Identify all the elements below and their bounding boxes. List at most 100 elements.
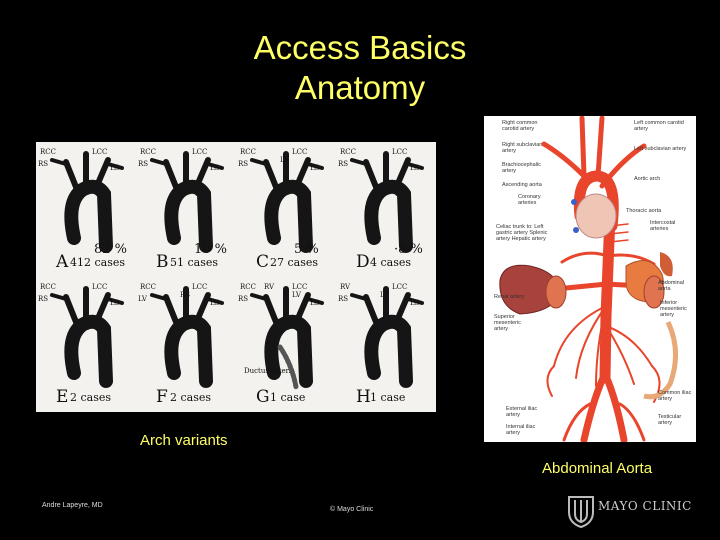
variant-percentage: ·8 % — [394, 242, 423, 257]
variant-case-count: 2 cases — [70, 391, 112, 404]
variant-percentage: 82 % — [94, 242, 128, 257]
label-common-iliac: Common iliac artery — [658, 390, 692, 402]
vessel-label: RCC — [40, 283, 56, 291]
arch-variants-caption: Arch variants — [140, 432, 228, 449]
vessel-label: RS — [138, 160, 149, 168]
vessel-label: LCC — [392, 148, 408, 156]
vessel-label: RS — [238, 160, 249, 168]
slide-title-line1: Access Basics — [253, 29, 467, 66]
vessel-label: LS — [310, 299, 320, 307]
label-inferior-mesenteric: Inferior mesenteric artery — [660, 300, 687, 318]
vessel-label: RCC — [40, 148, 56, 156]
logo-wordmark: MAYO CLINIC — [598, 499, 692, 513]
vessel-label: LV — [380, 291, 389, 299]
label-celiac-trunk: Celiac trunk to: Left gastric artery Spl… — [496, 224, 548, 242]
vessel-label: LS — [210, 299, 220, 307]
vessel-label: RCC — [140, 283, 156, 291]
variant-percentage: 10 % — [194, 242, 228, 257]
variant-case-count: 51 cases — [170, 256, 219, 269]
vessel-label: LCC — [192, 283, 208, 291]
vessel-label: RCC — [340, 148, 356, 156]
aortic-arch-drawing — [150, 286, 224, 388]
variant-letter: G — [256, 387, 270, 407]
vessel-label: RCC — [240, 148, 256, 156]
vessel-label: RS — [38, 295, 49, 303]
vessel-label: LV — [280, 156, 289, 164]
variant-letter: E — [56, 387, 69, 407]
variant-case-count: 412 cases — [70, 256, 126, 269]
vessel-label: LV — [138, 295, 147, 303]
label-thoracic-aorta: Thoracic aorta — [626, 208, 662, 214]
variant-case-count: 1 case — [370, 391, 406, 404]
abdominal-aorta-figure: Right common carotid artery Right subcla… — [484, 116, 696, 442]
label-left-common-carotid: Left common carotid artery — [634, 120, 684, 132]
vessel-label: RS — [338, 160, 349, 168]
label-internal-iliac: Internal iliac artery — [506, 424, 536, 436]
variant-case-count: 2 cases — [170, 391, 212, 404]
variant-case-count: 1 case — [270, 391, 306, 404]
slide-title-line2: Anatomy — [294, 69, 426, 106]
label-brachiocephalic: Brachiocephalic artery — [502, 162, 541, 174]
aortic-arch-drawing — [350, 151, 424, 253]
vessel-label: RV — [264, 283, 275, 291]
variant-letter: A — [56, 252, 69, 272]
label-coronary-arteries: Coronary arteries — [518, 194, 541, 206]
vessel-label: LCC — [292, 148, 308, 156]
vessel-label: RS — [338, 295, 349, 303]
vessel-label: LS — [410, 164, 420, 172]
slide-title: Access Basics Anatomy — [180, 28, 540, 108]
author-credit: Andre Lapeyre, MD — [42, 502, 103, 509]
vessel-label: LS — [210, 164, 220, 172]
label-external-iliac: External iliac artery — [506, 406, 538, 418]
vessel-label: LCC — [92, 283, 108, 291]
aortic-arch-drawing — [350, 286, 424, 388]
label-left-subclavian: Left subclavian artery — [634, 146, 687, 152]
vessel-label: RS — [238, 295, 249, 303]
vessel-label: LS — [110, 164, 120, 172]
vessel-label: LV — [292, 291, 301, 299]
label-right-subclavian: Right subclavian artery — [502, 142, 543, 154]
variant-case-count: 27 cases — [270, 256, 319, 269]
label-superior-mesenteric: Superior mesenteric artery — [494, 314, 521, 332]
vessel-label: RCC — [240, 283, 256, 291]
mayo-shield-icon — [568, 496, 594, 529]
variant-letter: H — [356, 387, 371, 407]
vessel-label: LCC — [92, 148, 108, 156]
vessel-label: RS — [38, 160, 49, 168]
vessel-label: LCC — [192, 148, 208, 156]
copyright-notice: © Mayo Clinic — [330, 506, 374, 513]
mayo-clinic-logo: MAYO CLINIC — [566, 494, 700, 529]
aortic-arch-drawing — [250, 151, 324, 253]
label-right-common-carotid: Right common carotid artery — [502, 120, 538, 132]
ductus-arteriosus-note: Ductus arter. — [244, 367, 291, 375]
variant-letter: C — [256, 252, 270, 272]
vessel-label: RS — [180, 291, 191, 299]
label-renal-artery: Renal artery — [494, 294, 524, 300]
label-ascending-aorta: Ascending aorta — [502, 182, 542, 188]
vessel-label: RV — [340, 283, 351, 291]
aortic-arch-drawing — [250, 286, 324, 390]
vessel-label: LS — [110, 299, 120, 307]
vessel-label: LCC — [392, 283, 408, 291]
label-testicular-artery: Testicular artery — [658, 414, 682, 426]
vessel-label: LS — [410, 299, 420, 307]
label-intercostal-arteries: Intercostal arteries — [650, 220, 676, 232]
aortic-arch-drawing — [150, 151, 224, 253]
arterial-tree-illustration — [499, 116, 679, 442]
abdominal-aorta-caption: Abdominal Aorta — [542, 460, 653, 477]
vessel-label: LCC — [292, 283, 308, 291]
aortic-arch-drawing — [50, 151, 124, 253]
variant-letter: D — [356, 252, 370, 272]
variant-letter: B — [156, 252, 169, 272]
variant-percentage: 5 % — [294, 242, 319, 257]
variant-case-count: 4 cases — [370, 256, 412, 269]
label-aortic-arch: Aortic arch — [634, 176, 661, 182]
